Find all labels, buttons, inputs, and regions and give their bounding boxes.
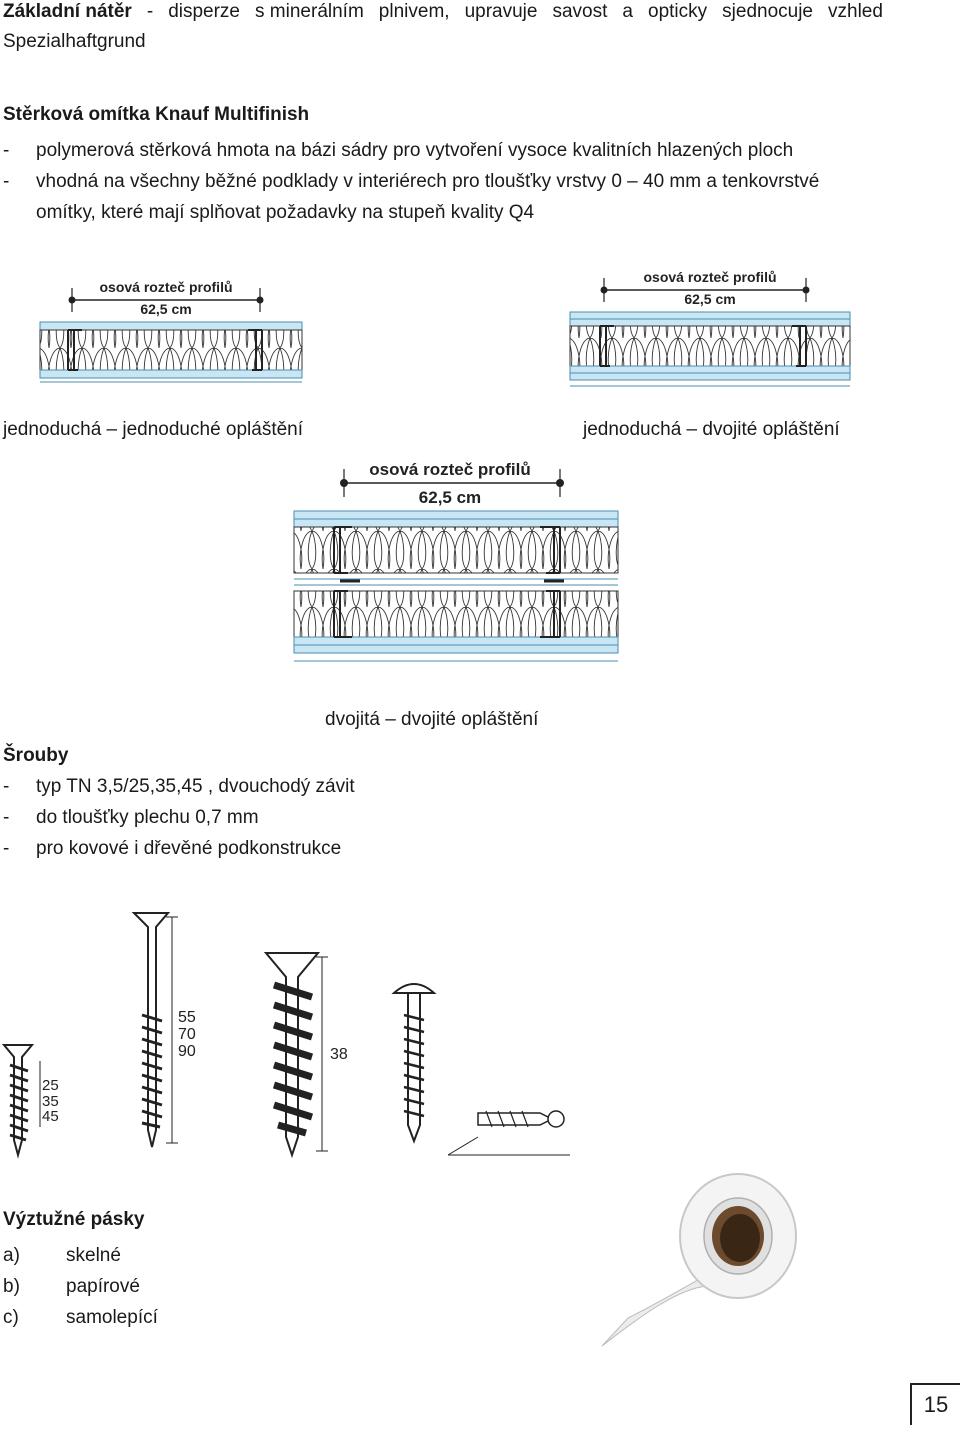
- primer-word: sjednocuje: [722, 1, 813, 22]
- screws-illustration: 25 35 45 55 70 90 38: [1, 912, 570, 1159]
- screws-item: -pro kovové i dřevěné podkonstrukce: [3, 838, 342, 859]
- wall-diagram-double-double: osová rozteč profilů 62,5 cm: [293, 460, 619, 662]
- screws-item: -typ TN 3,5/25,35,45 , dvouchodý závit: [3, 776, 355, 797]
- caption-double-double: dvojitá – dvojité opláštění: [325, 709, 539, 730]
- dim-label: 70: [178, 1026, 196, 1043]
- dim-label: 55: [178, 1009, 196, 1026]
- primer-word: upravuje: [464, 1, 538, 22]
- wood-screw-icon: 38: [263, 952, 348, 1159]
- page-number: 15: [910, 1383, 960, 1425]
- primer-product: Spezialhaftgrund: [3, 31, 146, 52]
- wall-diagram-single-double: osová rozteč profilů 62,5 cm: [569, 269, 851, 387]
- dim-label: 35: [42, 1093, 59, 1110]
- spacing-value: 62,5 cm: [140, 301, 191, 317]
- anchor-plug-icon: [447, 1110, 570, 1156]
- primer-word: disperze: [168, 1, 241, 22]
- dim-label: 38: [330, 1046, 348, 1063]
- primer-word: a: [622, 1, 633, 22]
- plaster-item: -vhodná na všechny běžné podklady v inte…: [3, 171, 820, 192]
- spacing-label: osová rozteč profilů: [369, 460, 531, 479]
- spacing-value: 62,5 cm: [419, 488, 481, 507]
- primer-title: Základní nátěr: [3, 1, 132, 22]
- tapes-title: Výztužné pásky: [3, 1209, 145, 1230]
- plaster-item: -polymerová stěrková hmota na bázi sádry…: [3, 140, 794, 161]
- primer-word: opticky: [648, 1, 708, 22]
- tapes-item: c)samolepící: [3, 1307, 158, 1328]
- caption-single-single: jednoduchá – jednoduché opláštění: [3, 419, 304, 440]
- short-screw-icon: 25 35 45: [1, 1044, 59, 1159]
- primer-word: savost: [552, 1, 608, 22]
- plaster-title: Stěrková omítka Knauf Multifinish: [3, 104, 310, 125]
- primer-word: vzhled: [828, 1, 883, 22]
- spacing-value: 62,5 cm: [684, 291, 735, 307]
- dim-label: 45: [42, 1108, 59, 1125]
- long-screw-icon: 55 70 90: [131, 912, 196, 1148]
- pan-head-screw-icon: [391, 983, 437, 1144]
- dim-label: 90: [178, 1043, 196, 1060]
- caption-single-double: jednoduchá – dvojité opláštění: [583, 419, 840, 440]
- screws-title: Šrouby: [3, 745, 69, 766]
- primer-word: s minerálním: [255, 1, 364, 22]
- tapes-item: b)papírové: [3, 1276, 140, 1297]
- spacing-label: osová rozteč profilů: [643, 269, 776, 285]
- primer-line: Základní nátěr - disperze s minerálním p…: [3, 0, 883, 24]
- primer-word: plnivem,: [378, 1, 450, 22]
- tapes-item: a)skelné: [3, 1245, 121, 1266]
- primer-word: -: [146, 1, 154, 22]
- dim-label: 25: [42, 1077, 59, 1094]
- spacing-label: osová rozteč profilů: [99, 279, 232, 295]
- tape-roll-image: [601, 1173, 797, 1347]
- plaster-item-continued: omítky, které mají splňovat požadavky na…: [36, 202, 535, 223]
- screws-item: -do tloušťky plechu 0,7 mm: [3, 807, 259, 828]
- wall-diagram-single-single: osová rozteč profilů 62,5 cm: [39, 279, 303, 383]
